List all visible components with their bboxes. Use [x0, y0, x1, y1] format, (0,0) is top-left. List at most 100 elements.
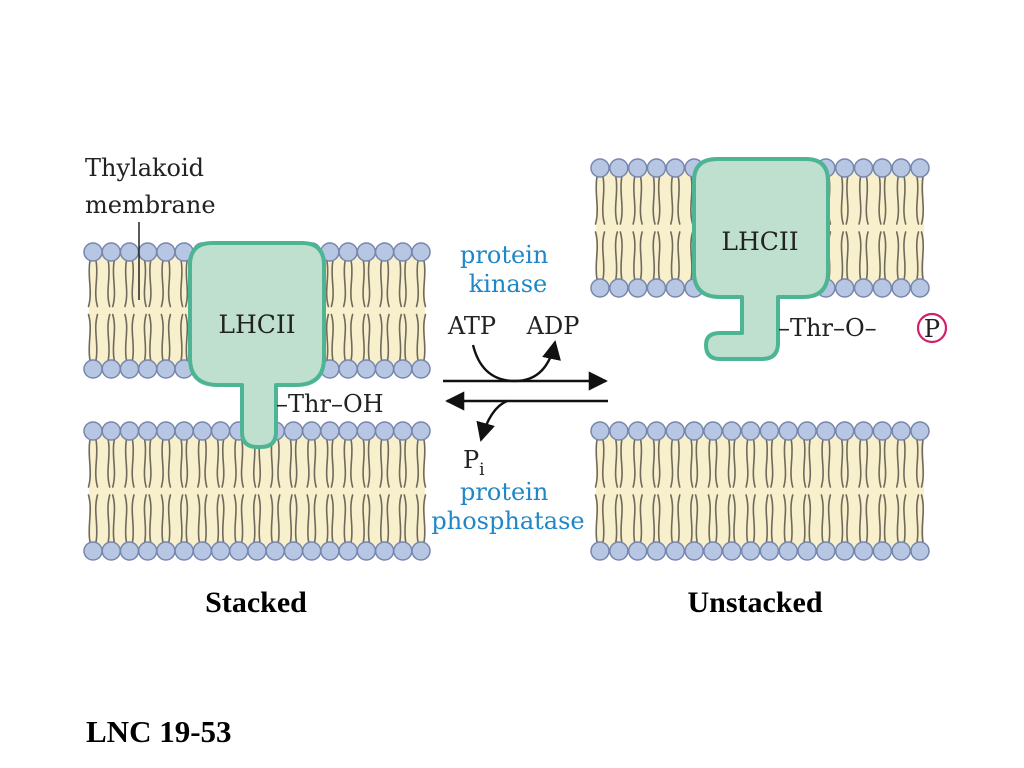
lipid-tail — [845, 176, 849, 225]
lipid-head — [797, 541, 817, 561]
lipid-tail — [111, 313, 116, 361]
lipid-tail — [920, 231, 925, 280]
kinase-label-line2: kinase — [469, 270, 548, 298]
lipid-tail — [197, 439, 201, 488]
lipid-tail — [216, 439, 220, 488]
lhcii-protein-left — [188, 241, 326, 449]
lipid-tail — [845, 494, 849, 543]
lipid-tail — [313, 439, 317, 488]
lipid-head — [411, 421, 431, 441]
lipid-tail — [677, 231, 681, 280]
lipid-tail — [639, 439, 643, 488]
lipid-tail — [883, 439, 887, 488]
lipid-tail — [632, 494, 636, 543]
lipid-tail — [770, 494, 774, 543]
lipid-tail — [883, 231, 887, 280]
lipid-head — [301, 541, 322, 561]
lipid-head — [646, 421, 667, 441]
lipid-tail — [895, 231, 900, 280]
lipid-tail — [330, 439, 334, 488]
lipid-head — [778, 421, 798, 441]
lipid-tail — [690, 231, 694, 280]
lipid-head — [356, 421, 377, 441]
lipid-tail — [124, 260, 128, 308]
phosphatase-label-line1: protein — [460, 478, 548, 506]
lipid-tail — [342, 439, 347, 488]
lipid-tail — [669, 176, 674, 225]
thr-o-label: –Thr–O– — [778, 314, 877, 342]
lipid-tail — [221, 439, 225, 488]
lipid-head — [119, 242, 140, 262]
lipid-head — [590, 421, 610, 441]
lipid-head — [156, 359, 176, 379]
lipid-tail — [657, 176, 661, 225]
pi-subscript: i — [479, 460, 485, 480]
lipid-tail — [858, 231, 862, 280]
lipid-tail — [289, 439, 293, 488]
lipid-head — [338, 421, 358, 441]
lipid-tail — [160, 313, 164, 361]
lipid-tail — [124, 494, 128, 543]
phosphatase-label: protein phosphatase — [431, 478, 584, 535]
lipid-tail — [403, 260, 407, 308]
lipid-tail — [148, 260, 152, 308]
lipid-tail — [903, 176, 907, 225]
lipid-tail — [107, 313, 111, 361]
lipid-head — [393, 421, 413, 441]
lipid-tail — [167, 439, 172, 488]
lipid-tail — [669, 439, 674, 488]
lipid-head — [247, 541, 267, 561]
lipid-tail — [601, 176, 606, 225]
lipid-head — [119, 541, 140, 561]
lipid-head — [590, 541, 610, 561]
lipid-tail — [594, 176, 599, 225]
lipid-tail — [669, 231, 674, 280]
lipid-tail — [865, 439, 869, 488]
lipid-tail — [386, 439, 390, 488]
lipid-head — [356, 541, 377, 561]
lipid-tail — [330, 313, 334, 361]
lipid-tail — [379, 494, 383, 543]
lipid-tail — [87, 494, 92, 543]
lipid-tail — [614, 176, 619, 225]
lipid-tail — [694, 439, 699, 488]
lipid-head — [834, 158, 855, 178]
lipid-head — [83, 242, 103, 262]
lipid-tail — [362, 439, 366, 488]
lipid-tail — [920, 176, 925, 225]
lipid-tail — [820, 439, 824, 488]
lipid-head — [174, 541, 194, 561]
lipid-tail — [143, 313, 147, 361]
lipid-head — [665, 541, 686, 561]
lipid-tail — [594, 439, 599, 488]
caption-unstacked: Unstacked — [687, 586, 822, 619]
lipid-tail — [160, 494, 164, 543]
lipid-tail — [111, 439, 116, 488]
lipid-tail — [422, 260, 427, 308]
lipid-head — [590, 278, 610, 298]
lipid-tail — [840, 231, 845, 280]
lipid-tail — [325, 439, 330, 488]
lipid-tail — [707, 494, 711, 543]
lipid-tail — [827, 439, 832, 488]
lipid-head — [393, 242, 413, 262]
lipid-head — [101, 421, 121, 441]
lipid-head — [872, 278, 893, 298]
lipid-tail — [652, 231, 656, 280]
lipid-head — [646, 158, 667, 178]
lipid-tail — [657, 439, 661, 488]
lipid-tail — [204, 439, 208, 488]
lipid-tail — [325, 494, 330, 543]
pi-label: Pi — [463, 446, 485, 480]
membrane-core — [89, 435, 425, 547]
lipid-tail — [694, 494, 699, 543]
lipid-tail — [342, 313, 347, 361]
lipid-tail — [184, 313, 189, 361]
atp-adp-curve — [471, 340, 561, 383]
lipid-tail — [865, 231, 869, 280]
lipid-head — [834, 421, 855, 441]
lipid-tail — [342, 494, 347, 543]
lipid-tail — [160, 439, 164, 488]
lipid-head — [627, 158, 648, 178]
lipid-tail — [403, 439, 407, 488]
